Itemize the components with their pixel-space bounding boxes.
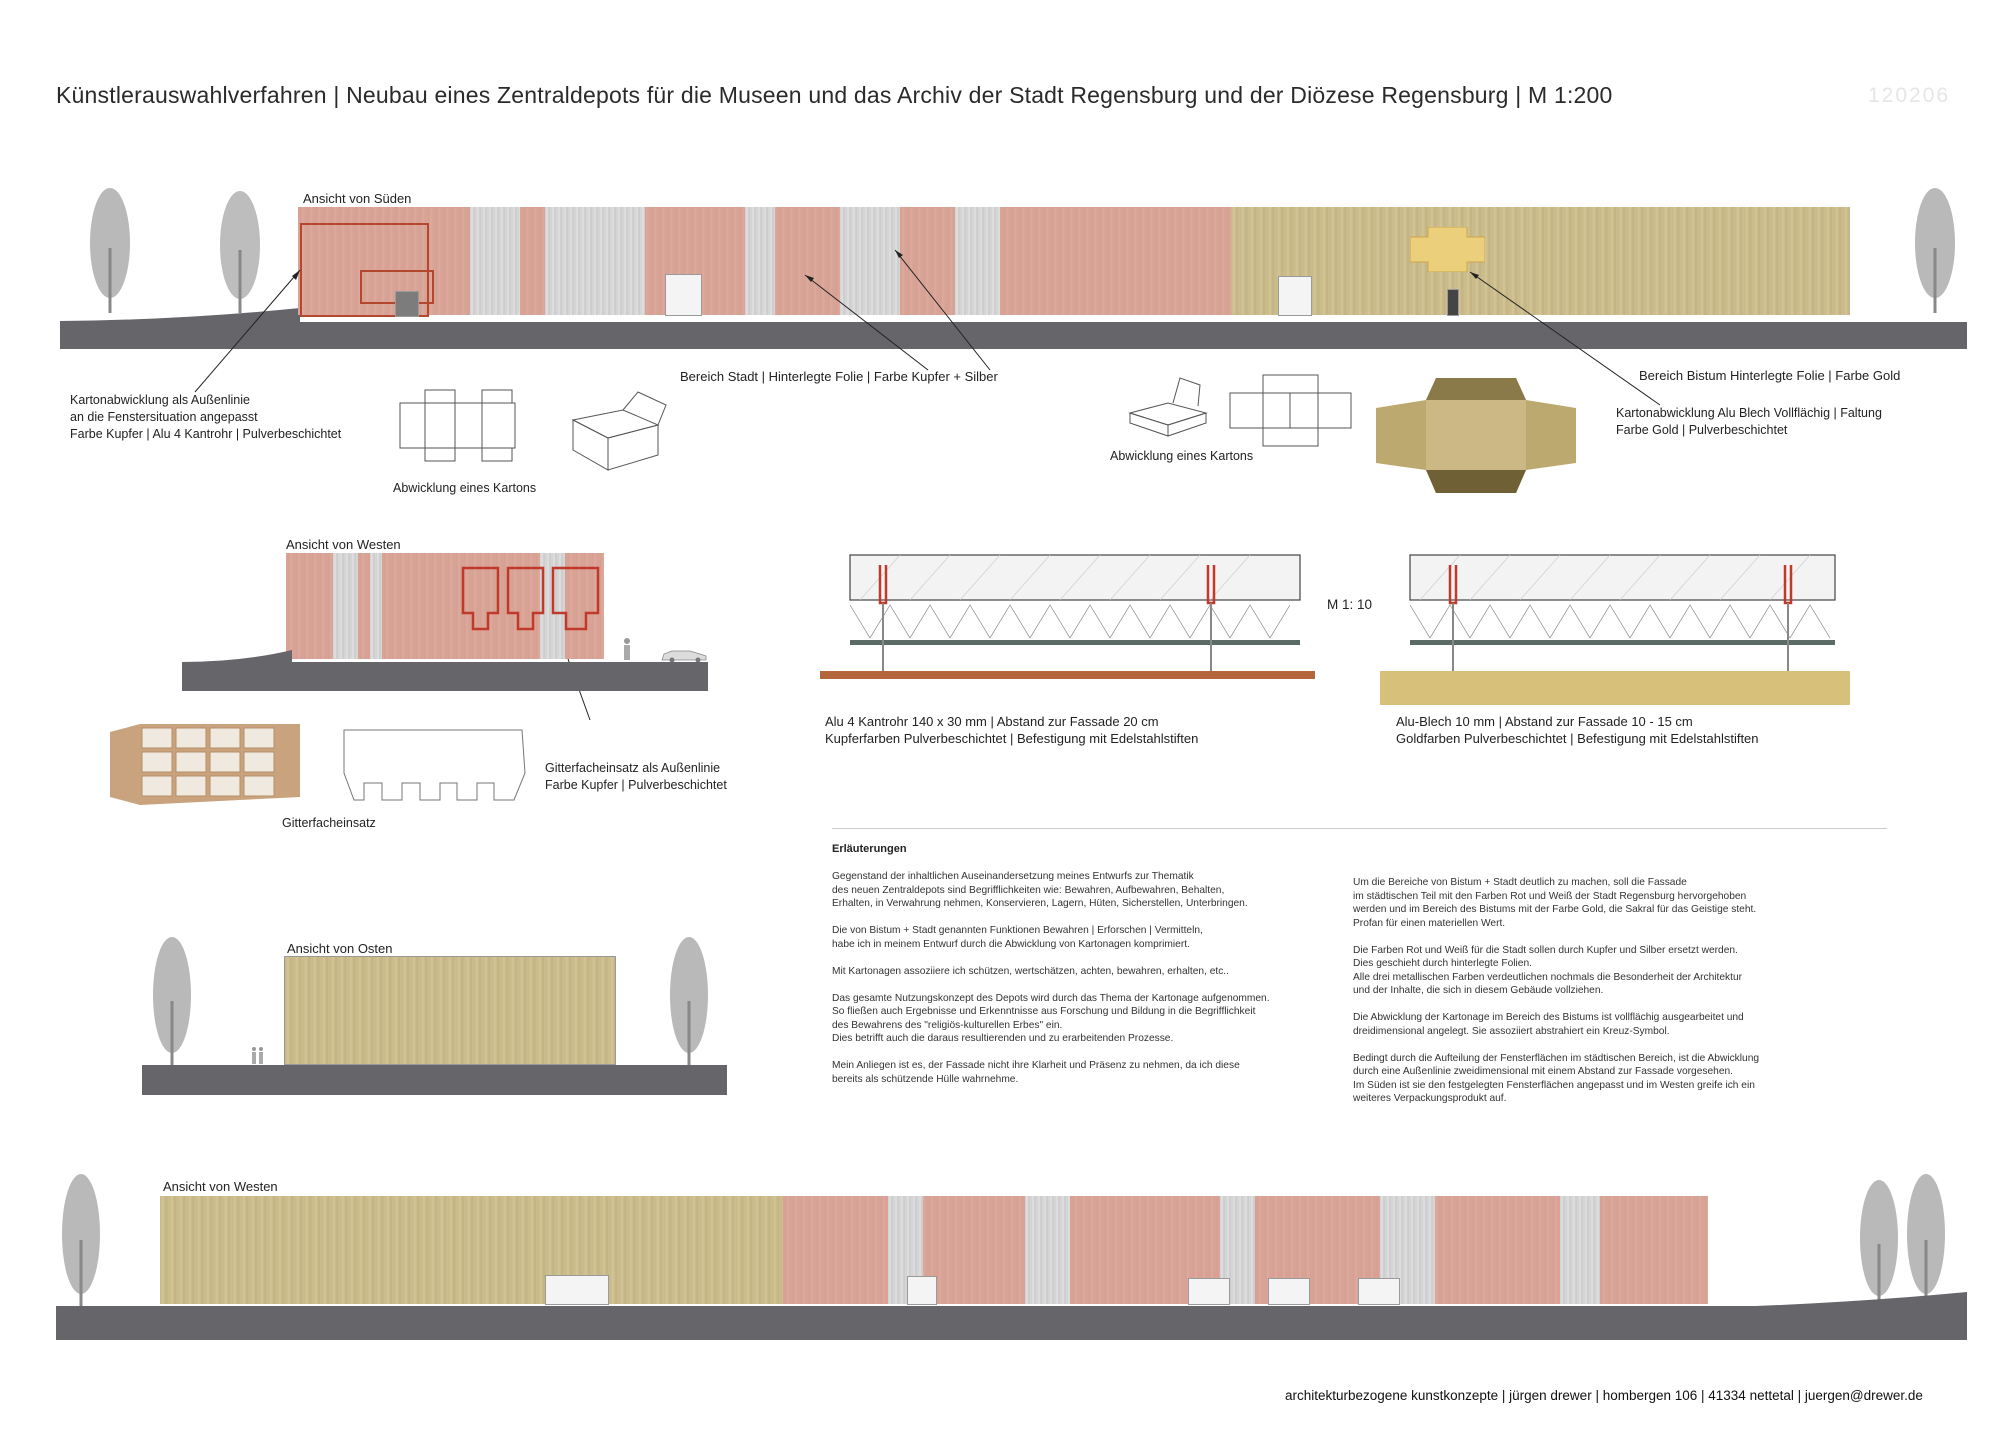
gold-cross-model bbox=[1376, 378, 1576, 493]
silver-strip bbox=[1560, 1196, 1600, 1304]
door bbox=[1447, 289, 1459, 316]
gitter-insert-model bbox=[110, 724, 300, 805]
west1-ground bbox=[182, 662, 708, 691]
east-title: Ansicht von Osten bbox=[287, 941, 393, 956]
east-facade bbox=[284, 956, 616, 1065]
label-bistum: Bereich Bistum Hinterlegte Folie | Farbe… bbox=[1639, 368, 1901, 383]
person-icon bbox=[624, 638, 630, 660]
gitter-label: Gitterfacheinsatz bbox=[282, 816, 376, 830]
page-title: Künstlerauswahlverfahren | Neubau eines … bbox=[56, 82, 1613, 108]
detail-left-caption: Alu 4 Kantrohr 140 x 30 mm | Abstand zur… bbox=[825, 714, 1199, 746]
karton-label-left: Abwicklung eines Kartons bbox=[393, 481, 537, 495]
gate bbox=[907, 1276, 937, 1305]
detail-right-caption: Alu-Blech 10 mm | Abstand zur Fassade 10… bbox=[1396, 714, 1759, 746]
tree-icon bbox=[1907, 1174, 1945, 1307]
car-icon bbox=[661, 650, 707, 662]
project-code: 120206 bbox=[1868, 84, 1951, 107]
gate bbox=[665, 274, 702, 316]
box-icon bbox=[571, 391, 667, 471]
tree-icon bbox=[220, 191, 260, 313]
tree-icon bbox=[1915, 188, 1955, 313]
silver-strip bbox=[1025, 1196, 1070, 1304]
west2-facade-bistum bbox=[160, 1196, 783, 1304]
explanation-heading: Erläuterungen bbox=[832, 843, 907, 855]
gate bbox=[1358, 1278, 1400, 1305]
silver-strip bbox=[370, 553, 382, 659]
detail-gold-section bbox=[1380, 554, 1850, 705]
tree-icon bbox=[670, 937, 708, 1067]
tree-icon bbox=[90, 188, 130, 313]
person-icon bbox=[252, 1047, 263, 1064]
cross-symbol bbox=[1410, 227, 1485, 272]
silver-strip bbox=[745, 207, 775, 315]
label-stadt: Bereich Stadt | Hinterlegte Folie | Farb… bbox=[680, 369, 998, 384]
silver-strip bbox=[333, 553, 358, 659]
box-net-drawing bbox=[1229, 374, 1352, 447]
tree-icon bbox=[62, 1174, 100, 1307]
door bbox=[395, 291, 419, 317]
east-ground bbox=[142, 1065, 727, 1095]
south-ground bbox=[60, 322, 1967, 349]
box-icon bbox=[1128, 377, 1208, 437]
karton-label-right: Abwicklung eines Kartons bbox=[1110, 449, 1254, 463]
silver-strip bbox=[545, 207, 645, 315]
detail-copper-section bbox=[820, 554, 1315, 679]
south-facade-bistum bbox=[1231, 207, 1850, 315]
west1-title: Ansicht von Westen bbox=[286, 537, 401, 552]
gate bbox=[545, 1275, 609, 1305]
gitter-net-drawing bbox=[343, 729, 526, 801]
south-title: Ansicht von Süden bbox=[303, 191, 412, 206]
south-ground-slope bbox=[60, 308, 300, 324]
footer-contact: architekturbezogene kunstkonzepte | jürg… bbox=[1285, 1388, 1923, 1403]
west1-note: Gitterfacheinsatz als Außenlinie Farbe K… bbox=[545, 761, 727, 792]
gitter-outline bbox=[461, 566, 600, 631]
south-note-left: Kartonabwicklung als Außenlinie an die F… bbox=[70, 393, 342, 441]
west1-slope bbox=[182, 650, 292, 664]
west2-title: Ansicht von Westen bbox=[163, 1179, 278, 1194]
south-note-right: Kartonabwicklung Alu Blech Vollflächig |… bbox=[1616, 406, 1882, 437]
gate bbox=[1268, 1278, 1310, 1305]
west2-ground bbox=[56, 1306, 1967, 1340]
gate bbox=[1188, 1278, 1230, 1305]
silver-strip bbox=[840, 207, 900, 315]
tree-icon bbox=[1860, 1180, 1898, 1308]
separator bbox=[832, 828, 1887, 829]
west2-slope bbox=[1700, 1292, 1967, 1308]
tree-icon bbox=[153, 937, 191, 1067]
explanation-col1: Gegenstand der inhaltlichen Auseinanders… bbox=[832, 871, 1270, 1085]
detail-scale: M 1: 10 bbox=[1327, 597, 1373, 612]
silver-strip bbox=[470, 207, 520, 315]
silver-strip bbox=[955, 207, 1000, 315]
box-net-drawing bbox=[399, 389, 516, 462]
gate bbox=[1278, 276, 1312, 316]
explanation-col2: Um die Bereiche von Bistum + Stadt deutl… bbox=[1353, 877, 1760, 1104]
